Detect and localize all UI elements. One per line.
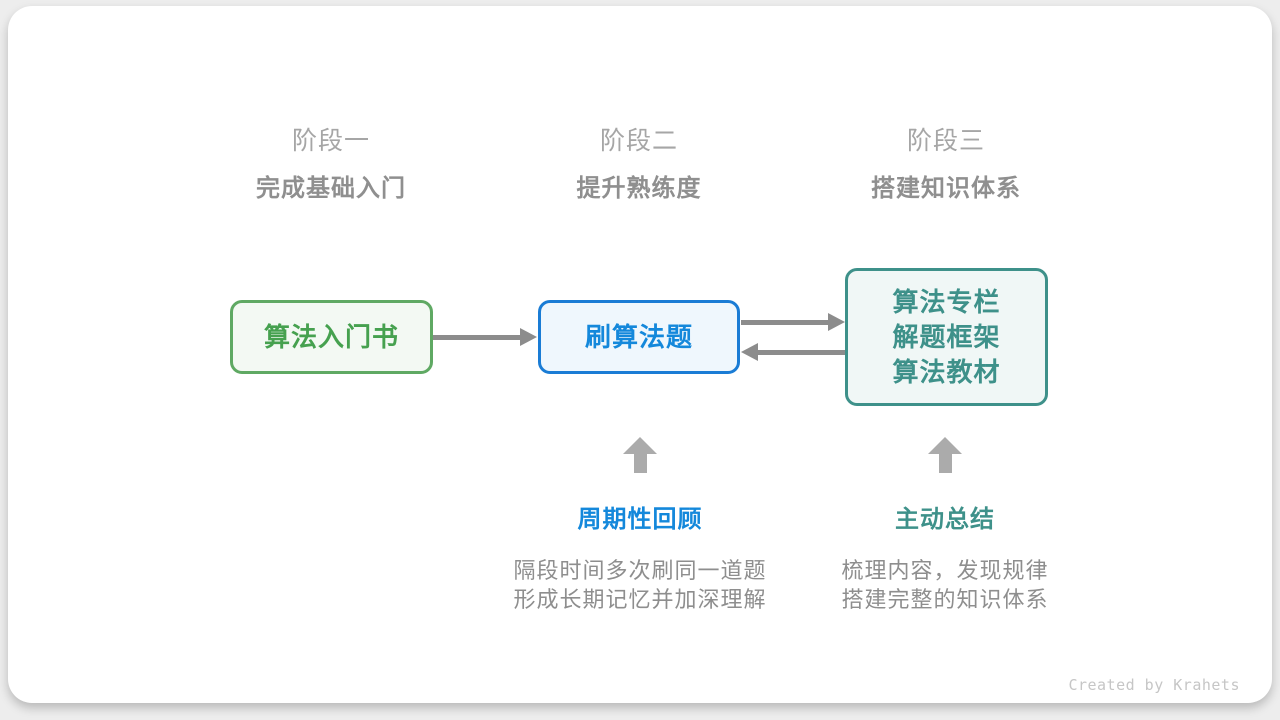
arrow-right-icon <box>741 313 845 331</box>
stage-3-title: 搭建知识体系 <box>871 175 1021 202</box>
arrow-shaft <box>433 334 520 340</box>
arrow-right-icon <box>433 328 537 346</box>
node-intro-book-label: 算法入门书 <box>263 321 399 352</box>
up-arrow-head <box>623 437 657 454</box>
arrow-head-right <box>520 328 537 346</box>
node-resources-line-2: 解题框架 <box>892 321 1001 352</box>
annotation-periodic-review: 周期性回顾 隔段时间多次刷同一道题 形成长期记忆并加深理解 <box>490 505 790 614</box>
node-resources-line-1: 算法专栏 <box>892 286 1001 317</box>
node-knowledge-resources: 算法专栏 解题框架 算法教材 <box>845 268 1048 406</box>
annotation-active-summary: 主动总结 梳理内容，发现规律 搭建完整的知识体系 <box>795 505 1095 614</box>
stage-header-1: 阶段一 完成基础入门 <box>211 126 451 204</box>
stage-2-title: 提升熟练度 <box>576 175 702 202</box>
node-intro-book: 算法入门书 <box>230 300 433 374</box>
annotation-periodic-review-desc-1: 隔段时间多次刷同一道题 <box>513 558 767 583</box>
credit-text: Created by Krahets <box>1068 676 1240 694</box>
stage-1-title: 完成基础入门 <box>256 175 406 202</box>
stage-3-label: 阶段三 <box>906 127 985 155</box>
stage-header-2: 阶段二 提升熟练度 <box>519 126 759 204</box>
arrow-shaft <box>758 349 845 355</box>
arrow-left-icon <box>741 343 845 361</box>
arrow-head-right <box>828 313 845 331</box>
annotation-active-summary-desc-1: 梳理内容，发现规律 <box>841 558 1049 583</box>
stage-1-label: 阶段一 <box>291 127 370 155</box>
annotation-periodic-review-desc-2: 形成长期记忆并加深理解 <box>513 587 767 612</box>
node-practice-problems: 刷算法题 <box>538 300 740 374</box>
stage-header-3: 阶段三 搭建知识体系 <box>826 126 1066 204</box>
up-arrow-stem <box>633 454 647 473</box>
arrow-shaft <box>741 319 828 325</box>
stage-2-label: 阶段二 <box>599 127 678 155</box>
node-practice-problems-label: 刷算法题 <box>584 321 693 352</box>
arrow-head-left <box>741 343 758 361</box>
annotation-active-summary-title: 主动总结 <box>895 506 995 533</box>
annotation-active-summary-desc-2: 搭建完整的知识体系 <box>841 587 1049 612</box>
up-arrow-icon <box>623 437 657 473</box>
up-arrow-icon <box>928 437 962 473</box>
up-arrow-stem <box>938 454 952 473</box>
up-arrow-head <box>928 437 962 454</box>
node-resources-line-3: 算法教材 <box>892 356 1001 387</box>
annotation-periodic-review-title: 周期性回顾 <box>577 506 703 533</box>
